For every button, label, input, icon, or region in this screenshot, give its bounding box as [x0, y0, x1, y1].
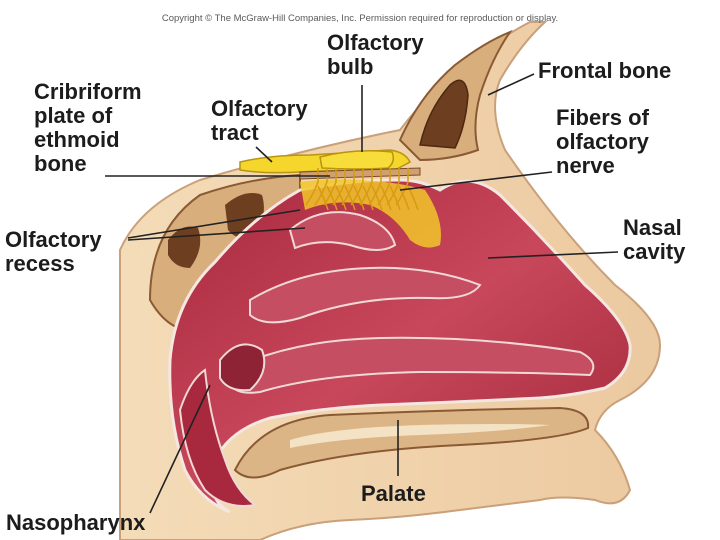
label-frontal-bone-line-1: Frontal bone: [538, 58, 672, 83]
nerve-fiber: [323, 168, 347, 211]
superior-turbinate: [288, 211, 397, 251]
label-cribriform-line-4: bone: [34, 151, 87, 176]
olfactory-bulb-shape: [319, 150, 395, 170]
middle-turbinate: [249, 266, 482, 324]
label-fibers-line-2: olfactory: [556, 129, 649, 154]
label-olfactory-tract-line-1: Olfactory: [211, 96, 308, 121]
label-cribriform-line-2: plate of: [34, 103, 113, 128]
nerve-fiber: [332, 168, 356, 211]
nerve-fiber: [350, 168, 374, 211]
label-frontal-bone: Frontal bone: [538, 59, 671, 83]
label-nasal-cavity-line-1: Nasal: [623, 215, 682, 240]
label-olfactory-bulb-line-2: bulb: [327, 54, 374, 79]
inferior-turbinate: [229, 336, 595, 394]
label-nasal-cavity-line-2: cavity: [623, 239, 686, 264]
label-fibers-line-1: Fibers of: [556, 105, 649, 130]
label-nasopharynx-line-1: Nasopharynx: [6, 510, 146, 535]
leader-nasal-cavity: [487, 251, 619, 259]
olfactory-nerve-fibers: [305, 168, 419, 211]
label-olfactory-bulb: Olfactory bulb: [327, 31, 424, 79]
label-cribriform-line-3: ethmoid: [34, 127, 120, 152]
label-olfactory-bulb-line-1: Olfactory: [327, 30, 424, 55]
label-olfactory-recess-line-1: Olfactory: [5, 227, 102, 252]
olfactory-mucosa-region: [300, 179, 441, 248]
label-palate-line-1: Palate: [361, 481, 426, 506]
nerve-fiber: [314, 168, 338, 211]
pharyngeal-opening: [219, 343, 266, 392]
nerve-fiber: [386, 168, 410, 211]
label-cribriform-plate: Cribriform plate of ethmoid bone: [34, 80, 142, 176]
leader-frontal-bone: [487, 73, 535, 96]
leader-olfactory-recess-1: [127, 209, 301, 239]
nerve-fiber: [368, 168, 392, 211]
leader-fibers-of-olfactory-nerve: [399, 171, 553, 191]
label-olfactory-tract-line-2: tract: [211, 120, 259, 145]
nerve-fiber: [341, 168, 365, 211]
label-fibers-line-3: nerve: [556, 153, 615, 178]
nerve-fiber: [359, 168, 383, 211]
frontal-sinus: [419, 79, 469, 149]
nasopharynx-tissue: [178, 368, 258, 507]
label-fibers-of-olfactory-nerve: Fibers of olfactory nerve: [556, 106, 649, 178]
label-olfactory-tract: Olfactory tract: [211, 97, 308, 145]
label-nasal-cavity: Nasal cavity: [623, 216, 685, 264]
label-cribriform-line-1: Cribriform: [34, 79, 142, 104]
nerve-fiber: [305, 168, 329, 211]
leader-nasopharynx: [149, 384, 211, 514]
label-nasopharynx: Nasopharynx: [6, 511, 145, 535]
nerve-fiber: [377, 168, 401, 211]
label-palate: Palate: [361, 482, 426, 506]
label-olfactory-recess-line-2: recess: [5, 251, 75, 276]
nerve-fiber: [395, 168, 419, 211]
leader-olfactory-tract: [255, 146, 273, 163]
copyright-notice: Copyright © The McGraw-Hill Companies, I…: [161, 13, 559, 24]
palate-inner: [290, 424, 550, 448]
label-olfactory-recess: Olfactory recess: [5, 228, 102, 276]
leader-olfactory-recess-2: [127, 227, 306, 241]
